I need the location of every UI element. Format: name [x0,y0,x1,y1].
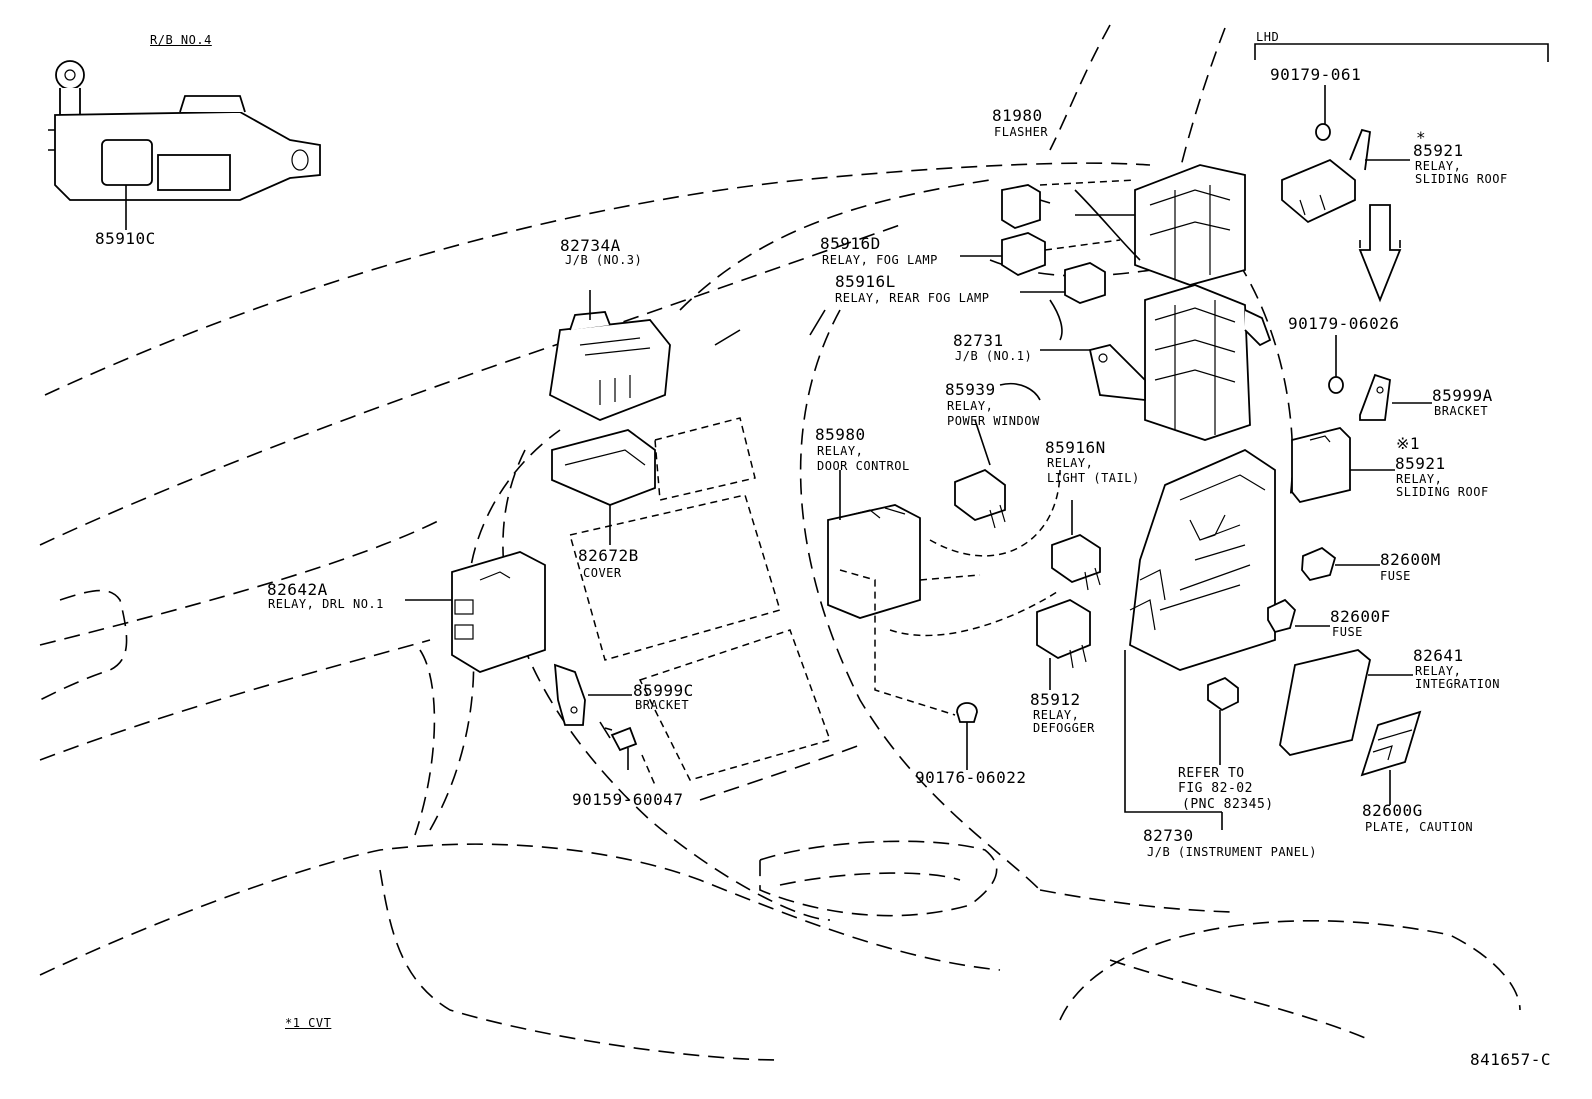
part-desc-85999c: BRACKET [635,698,690,712]
part-number-81980: 81980 [992,106,1043,125]
rb-no4-relay-block [48,60,321,230]
part-number-82731: 82731 [953,331,1004,350]
part-desc-81980: FLASHER [994,125,1049,139]
plate-caution [1360,710,1422,805]
mark-85921-b: ※1 [1396,434,1421,453]
part-number-85999c: 85999C [633,681,694,700]
part-number-82600g: 82600G [1362,801,1423,820]
part-number-82672b: 82672B [578,546,639,565]
part-number-82641: 82641 [1413,646,1464,665]
fuse-82600f [1267,598,1330,634]
part-number-90159: 90159-60047 [572,790,684,809]
part-desc-85921-a-2: SLIDING ROOF [1415,172,1508,186]
part-desc-85921-b-2: SLIDING ROOF [1396,485,1489,499]
part-desc-85980-1: RELAY, [817,444,864,458]
part-number-82600f: 82600F [1330,607,1391,626]
part-number-82734a: 82734A [560,236,621,255]
connector-82345 [1207,676,1239,765]
jb-instrument-panel [1124,448,1276,830]
part-desc-85939-1: RELAY, [947,399,994,413]
part-desc-85921-a-1: RELAY, [1415,159,1462,173]
footnote-cvt: *1 CVT [285,1016,332,1030]
part-desc-85916l: RELAY, REAR FOG LAMP [835,291,990,305]
part-number-85916d: 85916D [820,234,881,253]
part-desc-82642a: RELAY, DRL NO.1 [268,597,384,611]
part-desc-85999a: BRACKET [1434,404,1489,418]
part-number-85921-a: 85921 [1413,141,1464,160]
relay-integration [1279,649,1413,756]
part-desc-85939-2: POWER WINDOW [947,414,1040,428]
part-number-85921-b: 85921 [1395,454,1446,473]
refer-line-1: REFER TO [1178,766,1245,781]
clip-90179-06026 [1328,335,1344,394]
part-number-90176: 90176-06022 [915,768,1027,787]
part-desc-85916n-1: RELAY, [1047,456,1094,470]
jb-no1-cluster [1040,164,1272,441]
part-desc-85912-1: RELAY, [1033,708,1080,722]
bracket-85999c [553,663,656,786]
part-desc-82731: J/B (NO.1) [955,349,1033,363]
relay-sliding-roof-1 [1281,128,1410,224]
part-number-85916l: 85916L [835,272,896,291]
relay-sliding-roof-2 [1291,427,1395,504]
part-number-82642a: 82642A [267,580,328,599]
relay-light-tail [1051,500,1101,591]
relay-power-window [954,419,1006,529]
arrow-down [1358,204,1402,303]
lhd-label: LHD [1256,30,1280,44]
relay-rear-fog [1020,262,1106,304]
rb-no4-title: R/B NO.4 [150,33,212,47]
part-desc-82600g: PLATE, CAUTION [1365,820,1474,834]
part-desc-82600m: FUSE [1380,569,1411,583]
relay-flasher [1001,184,1051,229]
clip-90176 [956,702,978,770]
part-number-82730: 82730 [1143,826,1194,845]
fuse-82600m [1301,546,1380,582]
part-desc-82641-1: RELAY, [1415,664,1462,678]
mark-85921-a: * [1416,128,1427,147]
part-number-85980: 85980 [815,425,866,444]
part-number-85916n: 85916N [1045,438,1106,457]
relay-defogger [1036,599,1091,690]
lhd-bracket-line [1254,43,1549,62]
bracket-85999a [1359,373,1432,421]
part-number-85910c: 85910C [95,229,156,248]
leader-lines [919,179,1136,581]
part-desc-82734a: J/B (NO.3) [565,253,643,267]
part-desc-82730: J/B (INSTRUMENT PANEL) [1147,845,1317,859]
part-desc-85916d: RELAY, FOG LAMP [822,253,938,267]
cover [551,429,656,545]
relay-door-control [827,470,956,716]
part-desc-82600f: FUSE [1332,625,1363,639]
clip-90179-06132 [1315,85,1331,141]
part-number-85939: 85939 [945,380,996,399]
part-number-82600m: 82600M [1380,550,1441,569]
relay-fog-lamp [960,232,1046,276]
figure-code: 841657-C [1470,1050,1552,1069]
part-desc-85980-2: DOOR CONTROL [817,459,910,473]
refer-line-2: FIG 82-02 [1178,781,1253,796]
part-desc-82672b: COVER [583,566,622,580]
part-desc-85916n-2: LIGHT (TAIL) [1047,471,1140,485]
jb-no3 [549,290,671,421]
part-number-90179-06026: 90179-06026 [1288,314,1400,333]
part-desc-85912-2: DEFOGGER [1033,721,1095,735]
part-desc-85921-b-1: RELAY, [1396,472,1443,486]
relay-drl [405,551,546,673]
part-number-85999a: 85999A [1432,386,1493,405]
part-number-90179-06132: 90179-06132 [1270,67,1360,83]
part-desc-82641-2: INTEGRATION [1415,677,1500,691]
refer-line-3: (PNC 82345) [1182,797,1274,812]
part-number-85912: 85912 [1030,690,1081,709]
